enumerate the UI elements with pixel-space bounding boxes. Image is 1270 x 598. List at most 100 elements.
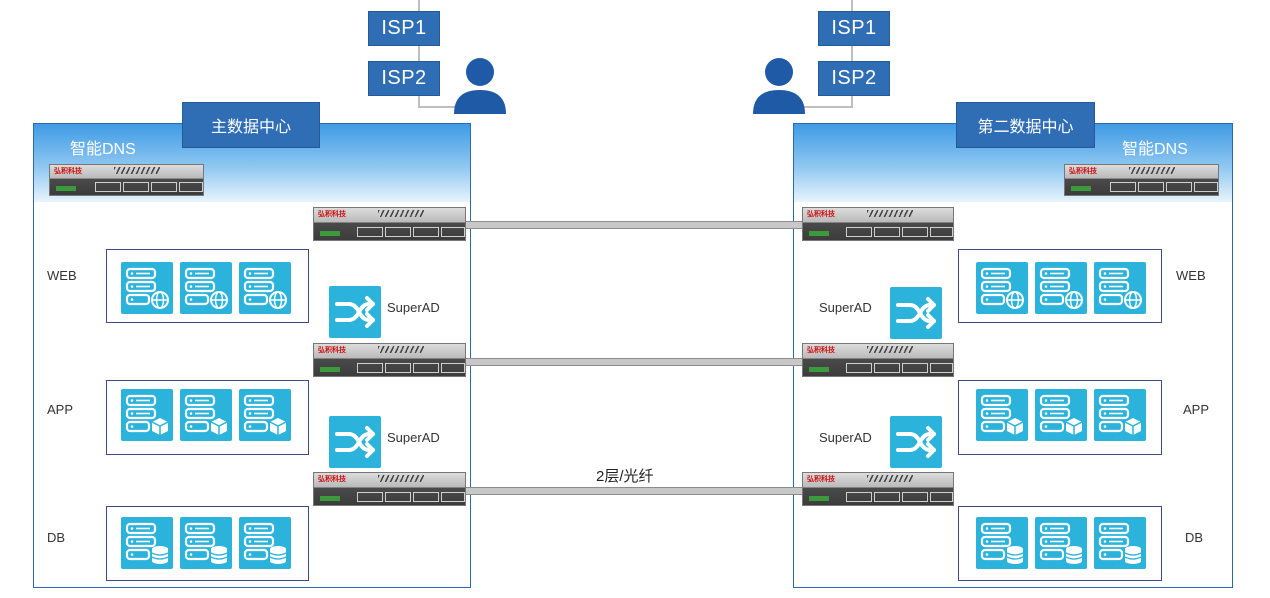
device-port xyxy=(902,492,928,502)
network-appliance: 弘积科技 xyxy=(802,207,954,241)
device-led xyxy=(1071,186,1091,191)
network-appliance: 弘积科技 xyxy=(1064,164,1219,196)
device-port xyxy=(846,492,872,502)
user-icon xyxy=(753,58,805,114)
network-appliance: 弘积科技 xyxy=(802,472,954,506)
network-appliance: 弘积科技 xyxy=(313,207,466,241)
isp2-left-label: ISP2 xyxy=(381,67,427,89)
device-port xyxy=(1138,182,1164,192)
device-port xyxy=(357,227,383,237)
device-vent xyxy=(378,210,424,217)
device-vent xyxy=(114,167,160,174)
device-brand: 弘积科技 xyxy=(318,211,346,218)
server-database-icon xyxy=(121,517,173,569)
main-datacenter-label: 主数据中心 xyxy=(182,102,320,148)
user-icon xyxy=(454,58,506,114)
isp2-left: ISP2 xyxy=(368,61,440,96)
wire-right-vertical xyxy=(851,0,853,108)
device-led xyxy=(809,231,829,236)
device-led xyxy=(320,231,340,236)
device-port xyxy=(441,492,465,502)
device-port xyxy=(413,492,439,502)
device-brand: 弘积科技 xyxy=(1069,168,1097,175)
server-database-icon xyxy=(239,517,291,569)
server-database-icon xyxy=(1094,517,1146,569)
device-brand: 弘积科技 xyxy=(318,476,346,483)
server-cube-icon xyxy=(239,389,291,441)
device-port xyxy=(413,227,439,237)
device-port xyxy=(874,363,900,373)
device-brand: 弘积科技 xyxy=(807,347,835,354)
isp1-right-label: ISP1 xyxy=(831,17,877,39)
device-port xyxy=(123,182,149,192)
superad-label: SuperAD xyxy=(387,430,440,445)
device-vent xyxy=(867,346,913,353)
dc-interlink xyxy=(466,487,802,495)
device-port xyxy=(179,182,203,192)
device-vent xyxy=(1129,167,1175,174)
server-globe-icon xyxy=(1094,262,1146,314)
device-vent xyxy=(378,475,424,482)
device-led xyxy=(320,496,340,501)
server-cube-icon xyxy=(180,389,232,441)
server-database-icon xyxy=(976,517,1028,569)
device-port xyxy=(846,227,872,237)
device-port xyxy=(357,492,383,502)
device-port xyxy=(385,492,411,502)
db-label: DB xyxy=(1185,530,1204,545)
wire-right-horizontal xyxy=(800,106,853,108)
superad-label: SuperAD xyxy=(387,300,440,315)
device-led xyxy=(809,496,829,501)
device-port xyxy=(95,182,121,192)
device-vent xyxy=(867,475,913,482)
device-led xyxy=(320,367,340,372)
second-datacenter-label-text: 第二数据中心 xyxy=(977,119,1074,136)
device-port xyxy=(902,227,928,237)
network-appliance: 弘积科技 xyxy=(313,472,466,506)
device-port xyxy=(902,363,928,373)
wire-left-vertical xyxy=(418,0,420,108)
device-port xyxy=(385,227,411,237)
network-appliance: 弘积科技 xyxy=(49,164,204,196)
web-label: WEB xyxy=(1176,268,1206,283)
wire-left-horizontal xyxy=(418,106,473,108)
device-port xyxy=(846,363,872,373)
device-port xyxy=(874,492,900,502)
server-globe-icon xyxy=(1035,262,1087,314)
superad-label: SuperAD xyxy=(819,430,872,445)
server-globe-icon xyxy=(180,262,232,314)
device-port xyxy=(441,227,465,237)
server-globe-icon xyxy=(239,262,291,314)
device-led xyxy=(56,186,76,191)
network-appliance: 弘积科技 xyxy=(802,343,954,377)
second-dns-label: 智能DNS xyxy=(1122,141,1188,158)
main-datacenter-label-text: 主数据中心 xyxy=(210,119,291,136)
device-port xyxy=(930,492,953,502)
server-globe-icon xyxy=(976,262,1028,314)
device-port xyxy=(1194,182,1218,192)
server-database-icon xyxy=(180,517,232,569)
device-port xyxy=(151,182,177,192)
device-port xyxy=(1110,182,1136,192)
device-port xyxy=(930,363,953,373)
server-database-icon xyxy=(1035,517,1087,569)
server-cube-icon xyxy=(976,389,1028,441)
isp1-right: ISP1 xyxy=(818,11,890,46)
device-port xyxy=(1166,182,1192,192)
server-cube-icon xyxy=(1094,389,1146,441)
device-port xyxy=(413,363,439,373)
server-cube-icon xyxy=(1035,389,1087,441)
isp1-left: ISP1 xyxy=(368,11,440,46)
isp2-right-label: ISP2 xyxy=(831,67,877,89)
second-datacenter-label: 第二数据中心 xyxy=(956,102,1095,148)
link-type-label: 2层/光纤 xyxy=(596,468,654,485)
device-brand: 弘积科技 xyxy=(807,476,835,483)
server-globe-icon xyxy=(121,262,173,314)
main-dns-label: 智能DNS xyxy=(70,141,136,158)
switch-arrows-icon xyxy=(890,287,942,339)
switch-arrows-icon xyxy=(329,416,381,468)
isp1-left-label: ISP1 xyxy=(381,17,427,39)
web-label: WEB xyxy=(47,268,77,283)
app-label: APP xyxy=(1183,402,1210,417)
superad-label: SuperAD xyxy=(819,300,872,315)
